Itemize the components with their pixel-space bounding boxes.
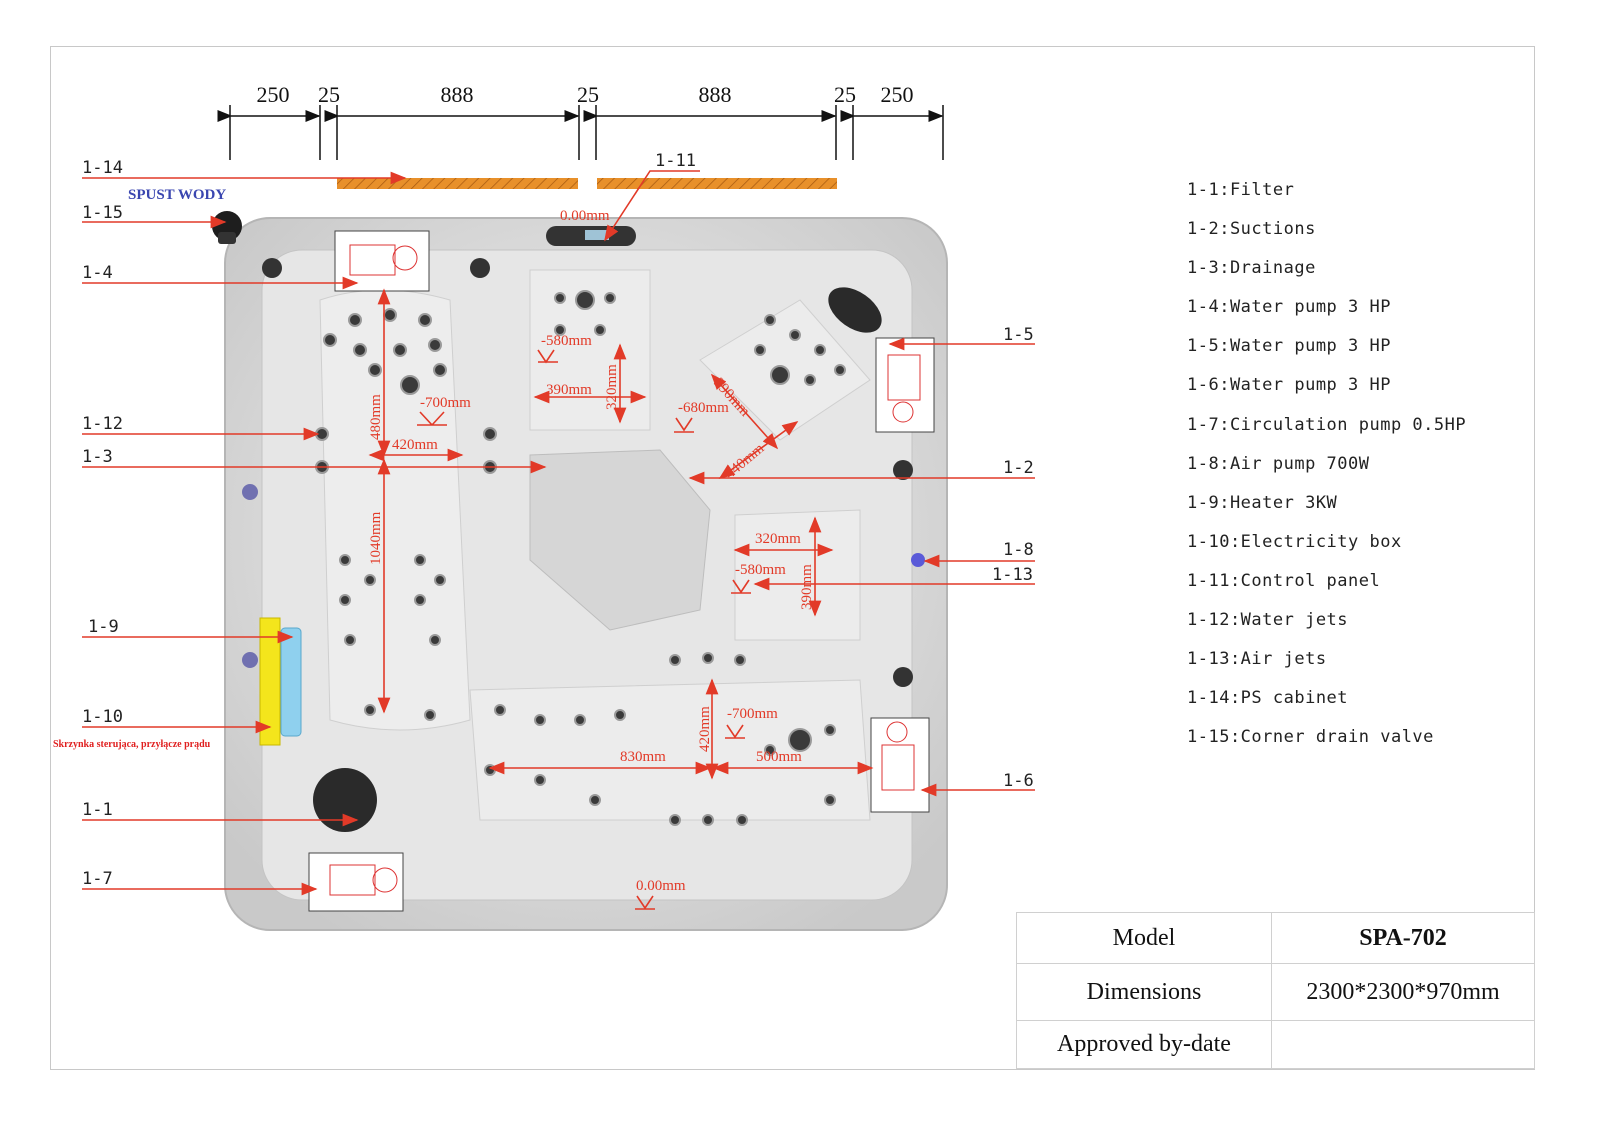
model-label: Model <box>1016 912 1272 964</box>
callout-1-15: 1-15 <box>82 203 123 223</box>
callout-1-5: 1-5 <box>1003 325 1034 345</box>
ps-cabinet-left <box>337 178 578 189</box>
callout-1-9: 1-9 <box>88 617 119 637</box>
legend-item: 1-5:Water pump 3 HP <box>1187 336 1391 357</box>
callout-1-10: 1-10 <box>82 707 123 727</box>
legend-item: 1-9:Heater 3KW <box>1187 492 1338 513</box>
bottom-right-length: 500mm <box>756 749 802 765</box>
approved-label: Approved by-date <box>1016 1020 1272 1069</box>
legend-item: 1-3:Drainage <box>1187 258 1316 279</box>
callout-1-14: 1-14 <box>82 158 123 178</box>
dim-25: 25 <box>834 82 856 107</box>
callout-1-3: 1-3 <box>82 447 113 467</box>
electricity-box <box>259 617 281 746</box>
callout-1-13: 1-13 <box>992 565 1033 585</box>
pump-boxes <box>308 230 935 912</box>
lounger-depth: -680mm <box>678 400 729 416</box>
left-lower-length: 1040mm <box>368 511 384 565</box>
legend-item: 1-1:Filter <box>1187 180 1295 200</box>
right-seat-depth: -580mm <box>735 562 786 578</box>
component-legend: 1-1:Filter 1-2:Suctions 1-3:Drainage 1-4… <box>1187 180 1466 766</box>
heater <box>280 627 302 737</box>
dim-888-right: 888 <box>698 82 732 107</box>
water-jets <box>315 290 846 826</box>
seat1-length: 320mm <box>604 364 620 410</box>
legend-item: 1-6:Water pump 3 HP <box>1187 375 1391 396</box>
callout-1-4: 1-4 <box>82 263 113 283</box>
spa-shell <box>224 217 948 931</box>
right-seat-width: 320mm <box>755 531 801 547</box>
callout-1-6: 1-6 <box>1003 771 1034 791</box>
left-width: 420mm <box>392 437 438 453</box>
left-upper-length: 480mm <box>368 394 384 440</box>
level-top: 0.00mm <box>560 208 610 224</box>
bottom-depth: -700mm <box>727 706 778 722</box>
dim-25: 25 <box>318 82 340 107</box>
title-block-table: Model SPA-702 Dimensions 2300*2300*970mm… <box>1016 912 1535 1069</box>
legend-item: 1-14:PS cabinet <box>1187 688 1349 709</box>
callout-1-1: 1-1 <box>82 800 113 820</box>
dim-25: 25 <box>577 82 599 107</box>
level-bottom: 0.00mm <box>636 878 686 894</box>
left-depth: -700mm <box>420 395 471 411</box>
drain-note: SPUST WODY <box>128 187 227 203</box>
dim-888-left: 888 <box>440 82 474 107</box>
bottom-left-length: 830mm <box>620 749 666 765</box>
legend-item: 1-12:Water jets <box>1187 610 1349 631</box>
callout-1-8: 1-8 <box>1003 540 1034 560</box>
top-dimension-lines <box>217 105 944 160</box>
dim-250-right: 250 <box>880 82 914 107</box>
legend-item: 1-8:Air pump 700W <box>1187 453 1370 474</box>
dimensions-value: 2300*2300*970mm <box>1271 963 1535 1021</box>
legend-item: 1-7:Circulation pump 0.5HP <box>1187 414 1467 435</box>
callout-1-12: 1-12 <box>82 414 123 434</box>
callout-1-7: 1-7 <box>82 869 113 889</box>
right-seat-length: 390mm <box>799 564 815 610</box>
legend-item: 1-11:Control panel <box>1187 570 1381 591</box>
dim-250-left: 250 <box>256 82 290 107</box>
legend-item: 1-4:Water pump 3 HP <box>1187 297 1391 318</box>
filter-icon <box>313 768 377 832</box>
seat1-width: 390mm <box>546 382 592 398</box>
dimensions-label: Dimensions <box>1016 963 1272 1021</box>
legend-item: 1-15:Corner drain valve <box>1187 727 1434 748</box>
callout-1-2: 1-2 <box>1003 458 1034 478</box>
air-pump-port <box>911 553 925 567</box>
control-box-note: Skrzynka sterująca, przyłącze prądu <box>53 739 211 750</box>
drawing-frame <box>50 46 1535 1070</box>
approved-value <box>1271 1020 1535 1069</box>
bottom-height: 420mm <box>697 706 713 752</box>
legend-item: 1-10:Electricity box <box>1187 531 1402 552</box>
ps-cabinet-right <box>597 178 837 189</box>
legend-item: 1-2:Suctions <box>1187 219 1316 240</box>
measurement-lines <box>368 288 874 910</box>
callout-1-11: 1-11 <box>655 151 696 171</box>
model-value: SPA-702 <box>1271 912 1535 964</box>
seat1-depth: -580mm <box>541 333 592 349</box>
legend-item: 1-13:Air jets <box>1187 649 1327 670</box>
